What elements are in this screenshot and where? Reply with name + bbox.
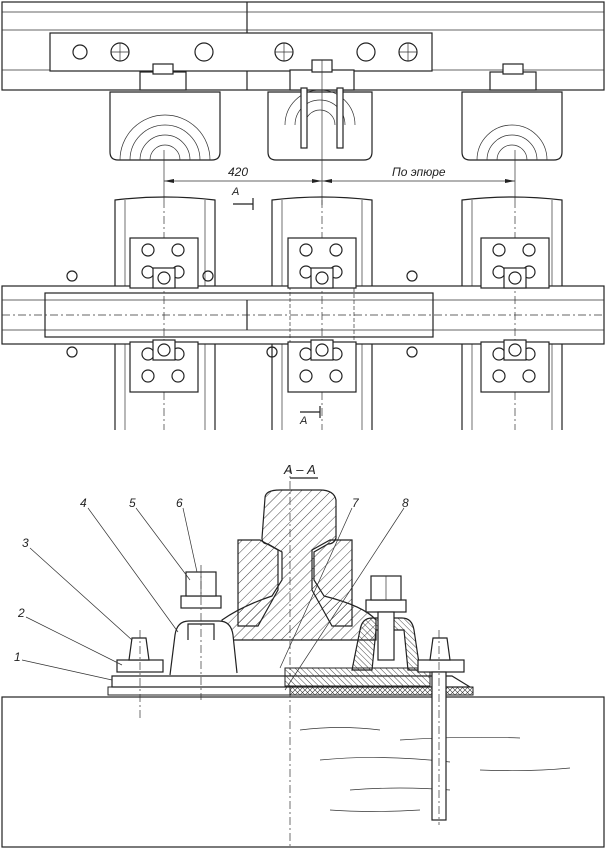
callout-2: 2 — [18, 606, 25, 620]
clip-bolt — [152, 339, 176, 361]
callout-5: 5 — [129, 496, 136, 510]
bolt — [171, 369, 185, 383]
bolt — [299, 369, 313, 383]
clip-bolt — [310, 339, 334, 361]
clip-bolt — [152, 267, 176, 289]
bolt — [171, 243, 185, 257]
bolt — [492, 243, 506, 257]
section-mark-top: А — [232, 186, 240, 198]
callout-8: 8 — [402, 496, 409, 510]
bolt — [522, 243, 536, 257]
bolt — [141, 243, 155, 257]
clip-bolt — [503, 267, 527, 289]
callout-7: 7 — [352, 496, 359, 510]
bolt — [522, 369, 536, 383]
callout-4: 4 — [80, 496, 87, 510]
bolt — [329, 243, 343, 257]
bolt — [329, 369, 343, 383]
callout-1: 1 — [14, 650, 21, 664]
joint-bolt-head — [266, 346, 278, 358]
joint-bolt-head — [406, 346, 418, 358]
rail-plan — [1, 200, 605, 430]
joint-bolt-head — [66, 346, 78, 358]
callout-6: 6 — [176, 496, 183, 510]
bolt — [299, 243, 313, 257]
dimension-420: 420 — [228, 165, 249, 179]
joint-bolt-head — [202, 270, 214, 282]
bolt — [141, 369, 155, 383]
joint-bolt-head — [406, 270, 418, 282]
section-mark-bottom: А — [300, 415, 308, 427]
dimension-lines — [163, 60, 516, 418]
clip-bolt — [503, 339, 527, 361]
dimension-po-epure: По эпюре — [392, 165, 446, 179]
section-title: А – А — [284, 462, 316, 477]
section-a-a — [1, 465, 605, 849]
sleepers-elevation — [109, 59, 563, 161]
bolt — [492, 369, 506, 383]
clip-bolt — [310, 267, 334, 289]
joint-bolts — [72, 42, 418, 62]
callout-3: 3 — [22, 536, 29, 550]
baseplates-plan — [66, 237, 550, 393]
joint-bolt-head — [66, 270, 78, 282]
